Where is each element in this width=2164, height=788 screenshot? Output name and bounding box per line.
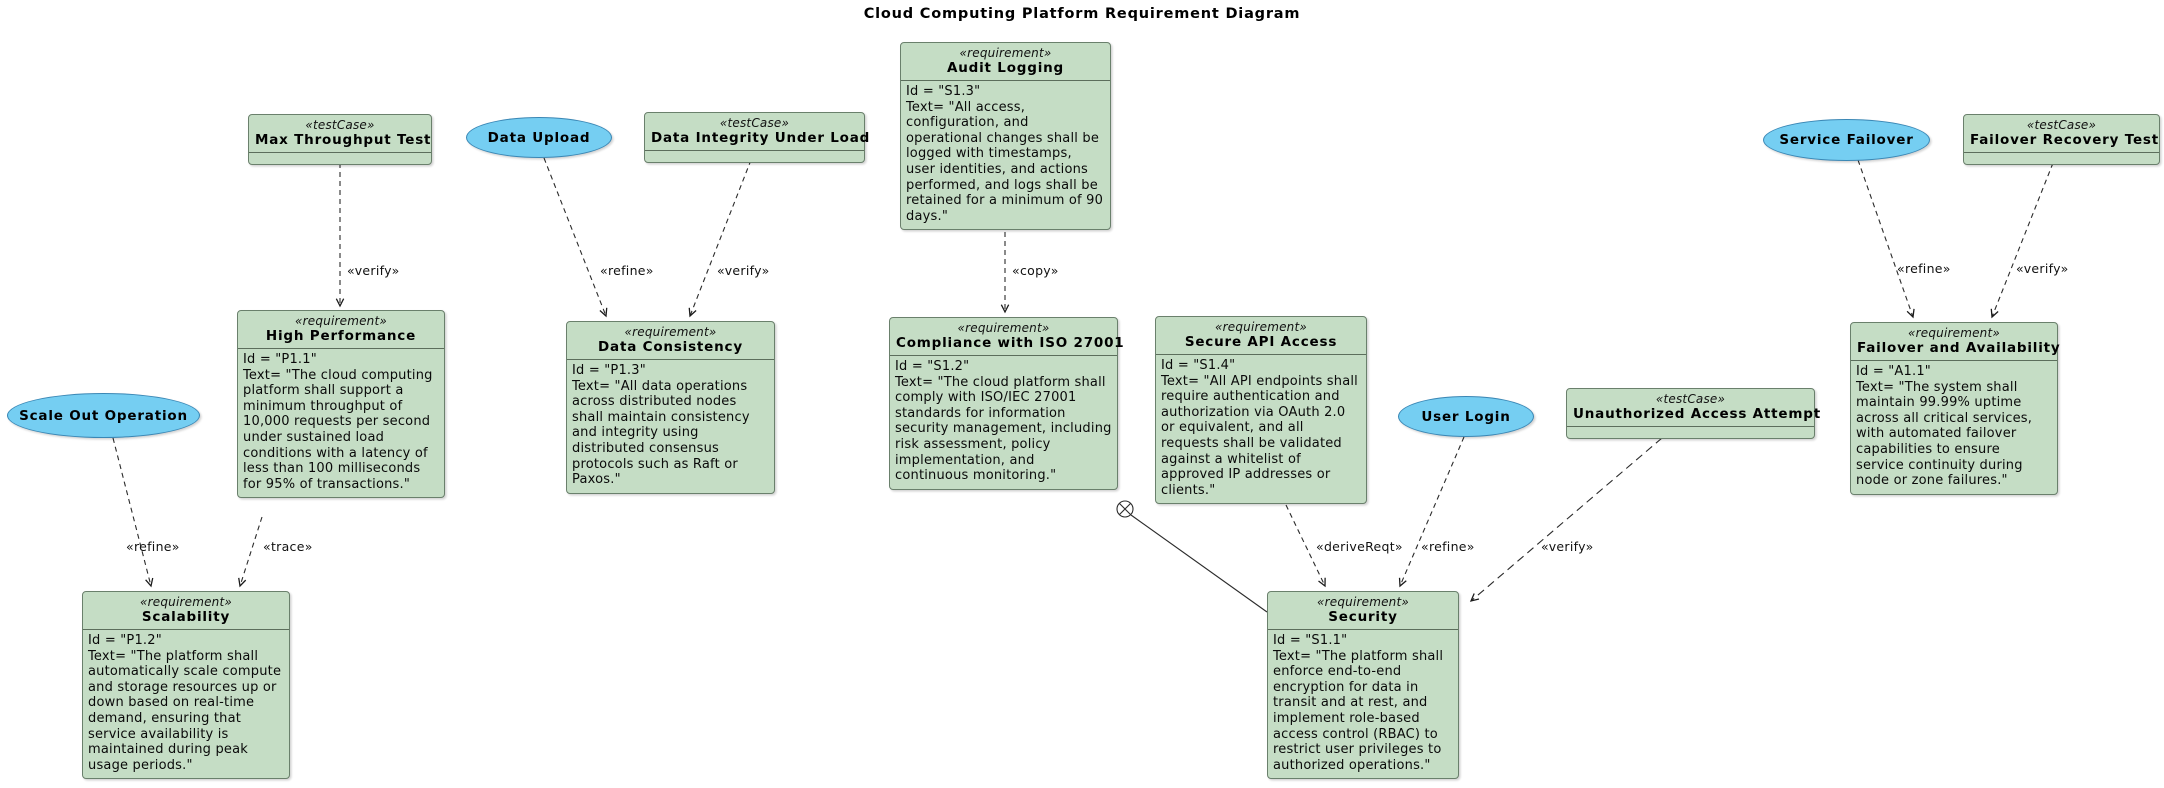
edge-label-verify: «verify» xyxy=(2016,261,2069,276)
requirement-compliance-iso-27001: «requirement» Compliance with ISO 27001 … xyxy=(889,317,1125,490)
edge-refine-servicefailover-failover xyxy=(1857,159,1915,319)
node-name: Failover Recovery Test xyxy=(1970,132,2159,148)
stereotype-label: «requirement» xyxy=(1317,595,1409,609)
usecase-label: Scale Out Operation xyxy=(19,407,188,424)
usecase-label: Service Failover xyxy=(1779,132,1914,148)
requirement-security: «requirement» Security Id = "S1.1" Text=… xyxy=(1267,591,1459,780)
testcase-empty-compartment xyxy=(1567,427,1814,438)
requirement-audit-logging: «requirement» Audit Logging Id = "S1.3" … xyxy=(900,42,1111,231)
node-name: Data Integrity Under Load xyxy=(651,130,871,146)
stereotype-label: «testCase» xyxy=(2026,118,2097,132)
stereotype-label: «testCase» xyxy=(305,118,375,132)
node-name: Compliance with ISO 27001 xyxy=(896,335,1125,351)
edge-verify-failoverrecovery-failover xyxy=(1990,162,2054,319)
req-id-line: Id = "S1.2" xyxy=(895,359,970,374)
stereotype-label: «requirement» xyxy=(1215,320,1307,334)
edge-trace-highperformance-scalability xyxy=(238,516,263,588)
edge-label-refine: «refine» xyxy=(1421,539,1475,554)
edge-refine-dataupload-dataconsistency xyxy=(543,157,608,318)
req-id-line: Id = "S1.1" xyxy=(1273,633,1348,648)
edge-label-trace: «trace» xyxy=(263,539,313,554)
req-text-line: Text= "The platform shall automatically … xyxy=(88,648,286,773)
stereotype-label: «requirement» xyxy=(295,314,387,328)
requirement-secure-api-access: «requirement» Secure API Access Id = "S1… xyxy=(1155,316,1367,505)
stereotype-label: «testCase» xyxy=(719,116,790,130)
node-name: Data Consistency xyxy=(598,339,743,355)
req-text-line: Text= "All access, configuration, and op… xyxy=(906,99,1108,224)
testcase-empty-compartment xyxy=(645,151,864,162)
testcase-empty-compartment xyxy=(249,153,431,164)
node-name: Secure API Access xyxy=(1184,334,1338,350)
edge-derivereqt-secureapi-security xyxy=(1285,504,1326,588)
requirement-failover-and-availability: «requirement» Failover and Availability … xyxy=(1850,322,2061,495)
req-text-line: Text= "All data operations across distri… xyxy=(572,378,755,488)
req-text-line: Text= "The platform shall enforce end-to… xyxy=(1273,648,1448,773)
req-text-line: Text= "All API endpoints shall require a… xyxy=(1161,373,1363,498)
testcase-max-throughput-test: «testCase» Max Throughput Test xyxy=(248,114,432,165)
requirement-high-performance: «requirement» High Performance Id = "P1.… xyxy=(237,310,445,499)
testcase-empty-compartment xyxy=(1964,153,2159,164)
req-id-line: Id = "A1.1" xyxy=(1856,364,1931,379)
stereotype-label: «requirement» xyxy=(1908,326,2000,340)
edge-label-verify: «verify» xyxy=(347,263,400,278)
testcase-unauthorized-access-attempt: «testCase» Unauthorized Access Attempt xyxy=(1566,388,1821,439)
testcase-data-integrity-under-load: «testCase» Data Integrity Under Load xyxy=(644,112,871,163)
stereotype-label: «testCase» xyxy=(1655,392,1726,406)
node-name: Max Throughput Test xyxy=(255,132,432,148)
req-id-line: Id = "P1.1" xyxy=(243,352,317,367)
edge-label-derivereqt: «deriveReqt» xyxy=(1316,539,1403,554)
stereotype-label: «requirement» xyxy=(957,321,1050,335)
req-text-line: Text= "The cloud computing platform shal… xyxy=(243,367,437,492)
requirement-data-consistency: «requirement» Data Consistency Id = "P1.… xyxy=(566,321,775,494)
requirement-scalability: «requirement» Scalability Id = "P1.2" Te… xyxy=(82,591,290,780)
usecase-scale-out-operation: Scale Out Operation xyxy=(7,393,200,438)
stereotype-label: «requirement» xyxy=(624,325,717,339)
edge-containment-compliance-security xyxy=(1130,514,1268,613)
node-name: Unauthorized Access Attempt xyxy=(1573,406,1821,422)
testcase-failover-recovery-test: «testCase» Failover Recovery Test xyxy=(1963,114,2160,165)
node-name: High Performance xyxy=(265,328,417,344)
containment-cross-icon xyxy=(1119,503,1131,515)
edge-label-verify: «verify» xyxy=(717,263,770,278)
usecase-label: User Login xyxy=(1421,408,1511,425)
edge-label-copy: «copy» xyxy=(1012,263,1059,278)
node-name: Scalability xyxy=(141,609,231,625)
node-name: Security xyxy=(1328,609,1398,625)
edge-refine-userlogin-security xyxy=(1398,436,1465,588)
node-name: Audit Logging xyxy=(946,60,1064,76)
usecase-label: Data Upload xyxy=(487,129,591,146)
stereotype-label: «requirement» xyxy=(959,46,1052,60)
usecase-user-login: User Login xyxy=(1398,396,1534,437)
req-id-line: Id = "S1.4" xyxy=(1161,358,1236,373)
req-text-line: Text= "The cloud platform shall comply w… xyxy=(895,374,1116,484)
edge-verify-dataintegrity-dataconsistency xyxy=(688,159,752,318)
diagram-title: Cloud Computing Platform Requirement Dia… xyxy=(863,6,1301,22)
req-id-line: Id = "S1.3" xyxy=(906,84,981,99)
edge-label-refine: «refine» xyxy=(126,539,180,554)
req-id-line: Id = "P1.3" xyxy=(572,363,646,378)
edge-label-refine: «refine» xyxy=(1897,261,1951,276)
req-id-line: Id = "P1.2" xyxy=(88,633,162,648)
edge-label-refine: «refine» xyxy=(600,263,654,278)
stereotype-label: «requirement» xyxy=(140,595,232,609)
edge-label-verify: «verify» xyxy=(1541,539,1594,554)
edge-refine-scaleout-scalability xyxy=(112,437,154,588)
node-name: Failover and Availability xyxy=(1857,340,2061,356)
usecase-data-upload: Data Upload xyxy=(466,117,612,158)
req-text-line: Text= "The system shall maintain 99.99% … xyxy=(1856,379,2037,489)
edge-verify-unauthorized-security xyxy=(1469,437,1663,602)
usecase-service-failover: Service Failover xyxy=(1763,119,1930,161)
